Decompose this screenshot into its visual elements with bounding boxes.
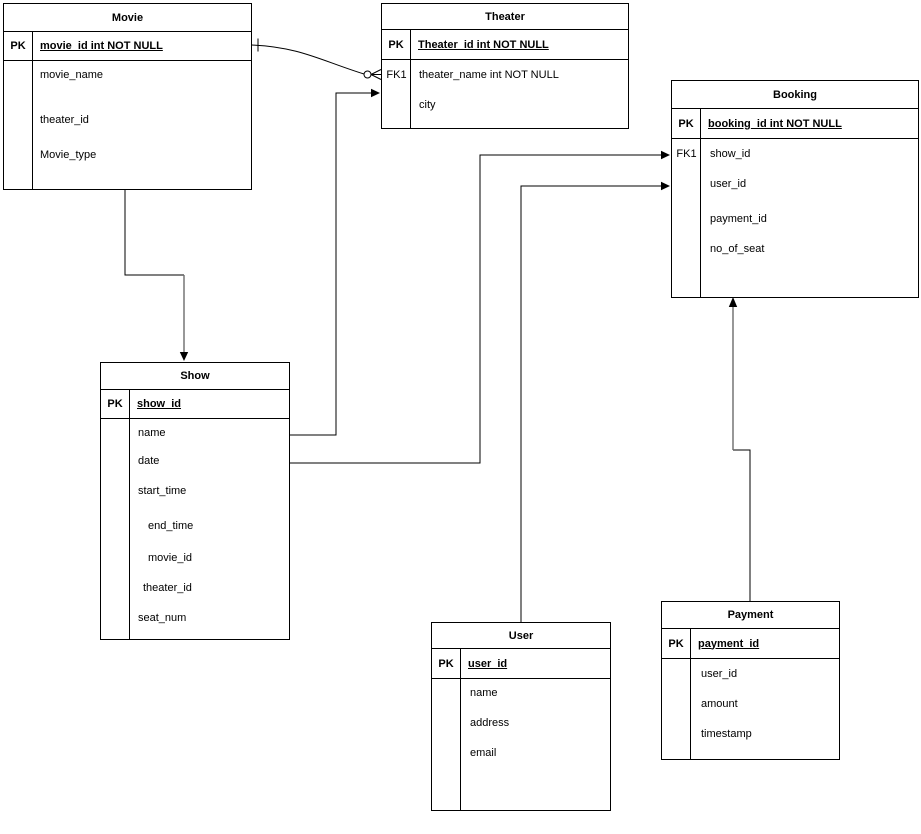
pk-field: user_id [468, 657, 508, 670]
field-row: timestamp [701, 728, 752, 740]
pk-row: PK booking_id int NOT NULL [672, 109, 918, 139]
arrowhead-icon [371, 88, 380, 98]
connector-movie-theater[interactable] [251, 38, 382, 80]
key-column [382, 60, 411, 128]
pk-key-label: PK [432, 649, 461, 678]
pk-key-label: PK [662, 629, 691, 658]
fk-key-label: FK1 [386, 69, 407, 81]
pk-key-label: PK [382, 30, 411, 59]
field-row: email [470, 747, 497, 759]
pk-row: PK user_id [432, 649, 610, 679]
pk-row: PK movie_id int NOT NULL [4, 32, 251, 61]
connector-user-booking[interactable] [520, 181, 670, 622]
field-row: movie_name [40, 69, 103, 81]
pk-key-label: PK [672, 109, 701, 138]
table-title-show: Show [101, 363, 289, 390]
pk-field: booking_id int NOT NULL [708, 117, 842, 130]
key-column [672, 139, 701, 297]
field-row: Movie_type [40, 149, 97, 161]
pk-row: PK Theater_id int NOT NULL [382, 30, 628, 60]
arrowhead-icon [179, 352, 189, 361]
entity-table-booking[interactable]: Booking PK booking_id int NOT NULL FK1 s… [671, 80, 919, 298]
table-body: FK1 theater_name int NOT NULL city [382, 60, 628, 128]
table-title-user: User [432, 623, 610, 649]
pk-field: movie_id int NOT NULL [40, 40, 163, 52]
field-row: movie_id [148, 552, 193, 564]
crow-foot-icon [370, 69, 382, 80]
pk-field: payment_id [698, 637, 760, 650]
key-column [432, 679, 461, 810]
pk-key-label: PK [101, 390, 130, 418]
arrowhead-icon [728, 297, 738, 307]
field-row: date [138, 455, 160, 467]
field-row: address [470, 717, 510, 729]
entity-table-theater[interactable]: Theater PK Theater_id int NOT NULL FK1 t… [381, 3, 629, 129]
field-row: payment_id [710, 213, 767, 225]
field-row: city [419, 99, 436, 111]
connector-show-booking[interactable] [290, 150, 670, 464]
field-row: amount [701, 698, 738, 710]
entity-table-show[interactable]: Show PK show_id name date start_time end… [100, 362, 290, 640]
field-row: name [138, 427, 166, 439]
pk-row: PK payment_id [662, 629, 839, 659]
key-column [662, 659, 691, 759]
table-body: user_id amount timestamp [662, 659, 839, 759]
field-row: no_of_seat [710, 243, 765, 255]
pk-field: show_id [137, 398, 182, 410]
fk-key-label: FK1 [676, 148, 697, 160]
key-column [101, 419, 130, 639]
pk-key-label: PK [4, 32, 33, 60]
entity-table-user[interactable]: User PK user_id name address email [431, 622, 611, 811]
field-row: user_id [710, 178, 747, 190]
field-row: name [470, 687, 498, 699]
cardinality-zero-circle [363, 70, 372, 79]
connector-payment-booking[interactable] [728, 297, 751, 601]
arrowhead-icon [661, 181, 670, 191]
field-row: theater_id [40, 114, 89, 126]
field-row: user_id [701, 668, 738, 680]
table-body: name address email [432, 679, 610, 810]
table-body: movie_name theater_id Movie_type [4, 61, 251, 189]
table-body: FK1 show_id user_id payment_id no_of_sea… [672, 139, 918, 297]
connector-movie-show[interactable] [124, 190, 189, 361]
table-body: name date start_time end_time movie_id t… [101, 419, 289, 639]
arrowhead-icon [661, 150, 670, 160]
field-row: seat_num [138, 612, 187, 624]
field-row: theater_name int NOT NULL [419, 69, 559, 81]
field-row: show_id [710, 148, 751, 160]
pk-row: PK show_id [101, 390, 289, 419]
table-title-movie: Movie [4, 4, 251, 32]
key-column [4, 61, 33, 189]
field-row: start_time [138, 485, 187, 497]
table-title-theater: Theater [382, 4, 628, 30]
pk-field: Theater_id int NOT NULL [418, 38, 549, 51]
table-title-booking: Booking [672, 81, 918, 109]
entity-table-movie[interactable]: Movie PK movie_id int NOT NULL movie_nam… [3, 3, 252, 190]
table-title-payment: Payment [662, 602, 839, 629]
entity-table-payment[interactable]: Payment PK payment_id user_id amount tim… [661, 601, 840, 760]
connector-show-theater[interactable] [290, 88, 380, 436]
field-row: theater_id [143, 582, 192, 594]
field-row: end_time [148, 520, 194, 532]
